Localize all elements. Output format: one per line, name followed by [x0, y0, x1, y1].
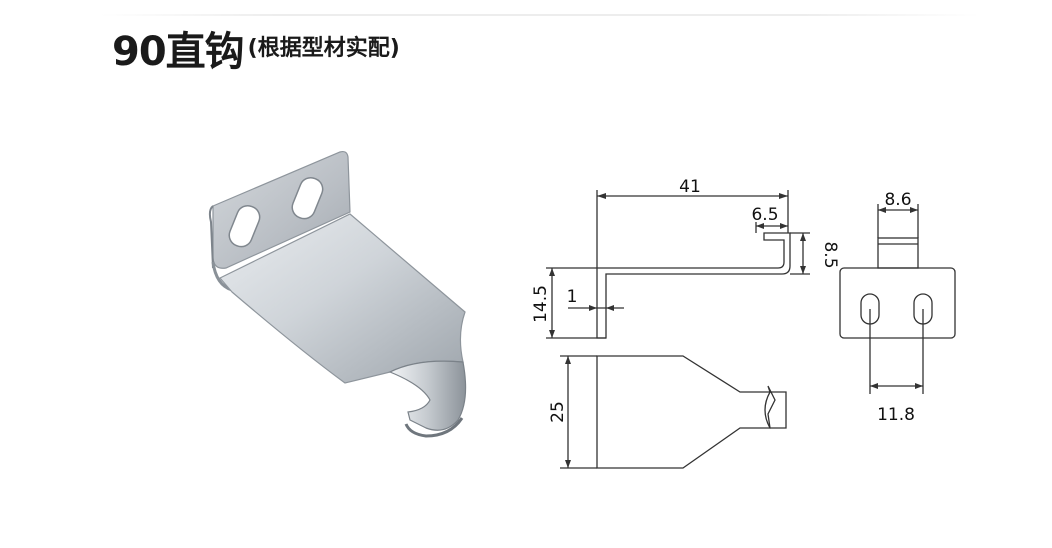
- dim-label-1: 1: [567, 287, 578, 307]
- dim-label-41: 41: [679, 177, 701, 197]
- top-view-arrows: [565, 356, 571, 468]
- dim-label-25: 25: [548, 401, 568, 423]
- bracket-hook-tip: [404, 417, 464, 438]
- front-view-plate: [839, 267, 956, 339]
- bracket-back-edge: [208, 205, 214, 269]
- side-view-arrows: [549, 193, 806, 338]
- dim-label-8-6: 8.6: [884, 190, 911, 210]
- side-view-profile: [596, 232, 791, 339]
- product-title: 90直钩: [112, 29, 245, 75]
- front-view-tab: [877, 237, 919, 269]
- front-view-arrows: [870, 207, 923, 389]
- top-divider: [100, 14, 980, 16]
- top-view: [560, 355, 787, 469]
- bracket-slot-left: [228, 204, 261, 248]
- dim-label-11-8: 11.8: [877, 405, 915, 425]
- dim-label-6-5: 6.5: [751, 205, 778, 225]
- dim-label-8-5: 8.5: [820, 241, 840, 268]
- bracket-slot-right: [291, 176, 324, 220]
- product-subtitle: (根据型材实配): [247, 36, 400, 61]
- dim-label-14-5: 14.5: [531, 285, 551, 323]
- front-view: [839, 204, 956, 394]
- bracket-hook: [388, 360, 467, 431]
- page-title: 90直钩(根据型材实配): [112, 19, 400, 77]
- top-view-outline: [596, 355, 776, 469]
- product-photo: [208, 150, 467, 438]
- top-view-hook-notch: [764, 391, 787, 429]
